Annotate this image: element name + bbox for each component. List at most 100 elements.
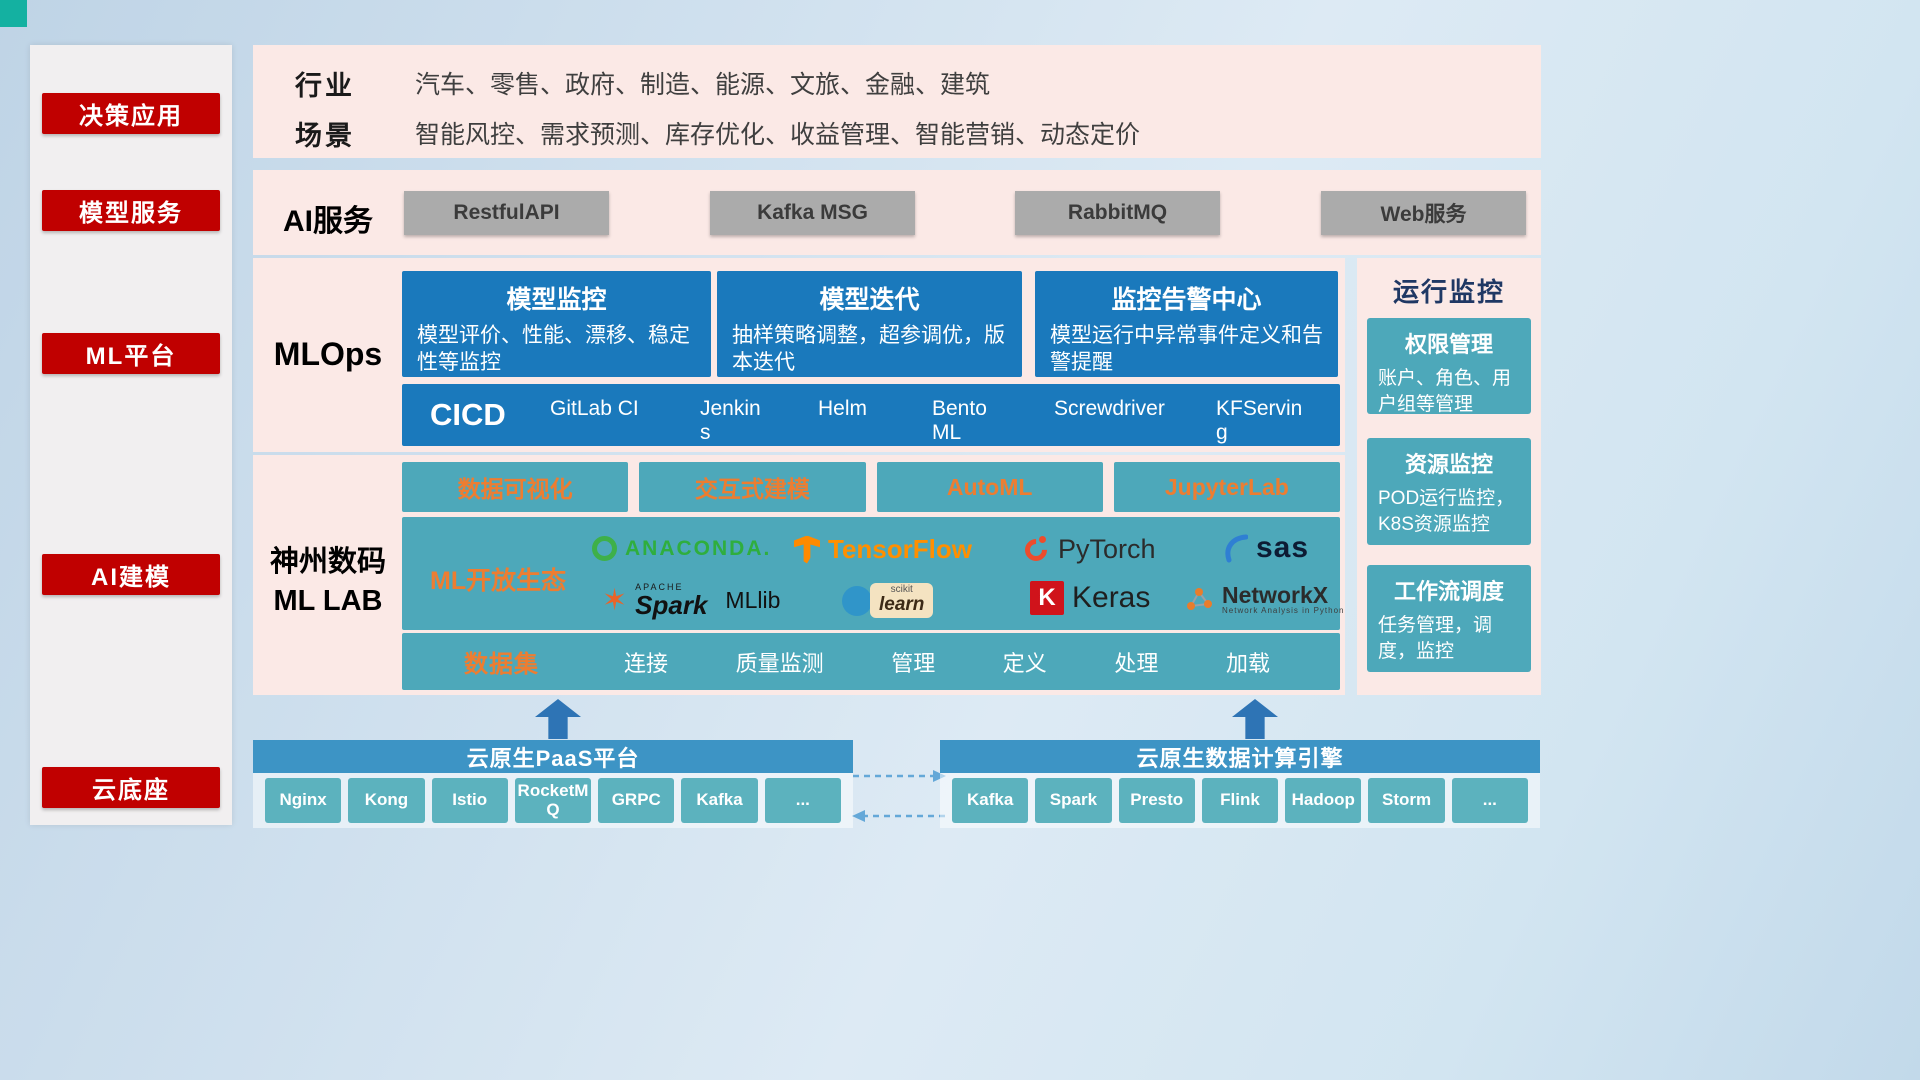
resource-card: 资源监控 POD运行监控，K8S资源监控 — [1367, 438, 1531, 545]
interactive-modeling-chip: 交互式建模 — [639, 462, 866, 512]
pytorch-label: PyTorch — [1058, 534, 1156, 564]
engine-chip-strip: Kafka Spark Presto Flink Hadoop Storm ..… — [940, 773, 1540, 828]
cicd-tool-jenkins: Jenkins — [700, 397, 761, 445]
alert-center-desc: 模型运行中异常事件定义和告警提醒 — [1050, 324, 1323, 374]
paas-chip-istio: Istio — [431, 778, 508, 823]
anaconda-icon — [592, 536, 617, 561]
ai-service-kafka-msg-button: Kafka MSG — [710, 191, 915, 235]
scenario-label: 场景 — [295, 121, 355, 151]
mllab-panel: 神州数码 ML LAB 数据可视化 交互式建模 AutoML JupyterLa… — [253, 455, 1345, 695]
dataset-items: 连接 质量监测 管理 定义 处理 加载 — [624, 646, 1270, 678]
scikit-learn-logo: scikit learn — [842, 583, 934, 618]
engine-bar-title: 云原生数据计算引擎 — [940, 740, 1540, 773]
spark-label: Spark — [635, 590, 708, 620]
cicd-tool-bentoml: BentoML — [932, 397, 987, 445]
resource-title: 资源监控 — [1404, 452, 1493, 477]
cicd-bar: CICD GitLab CI Jenkins Helm BentoML Scre… — [402, 384, 1340, 446]
tensorflow-icon — [794, 535, 820, 564]
mllab-label-line2: ML LAB — [273, 585, 383, 618]
tensorflow-logo: TensorFlow — [794, 534, 972, 565]
dataset-item-quality: 质量监测 — [735, 650, 824, 676]
industry-list: 汽车、零售、政府、制造、能源、文旅、金融、建筑 — [415, 71, 991, 99]
industry-label: 行业 — [295, 71, 355, 101]
alert-center-title: 监控告警中心 — [1111, 286, 1262, 314]
cicd-tool-kfserving: KFServing — [1216, 397, 1303, 445]
scikit-badge: scikit learn — [870, 583, 934, 618]
dataset-label: 数据集 — [464, 651, 539, 678]
dataset-item-manage: 管理 — [891, 650, 936, 676]
corner-accent-square — [0, 0, 27, 27]
exchange-arrows — [852, 770, 946, 822]
engine-chip-presto: Presto — [1118, 778, 1195, 823]
engine-chip-hadoop: Hadoop — [1285, 778, 1362, 823]
learn-label: learn — [879, 594, 925, 615]
cicd-label: CICD — [430, 397, 506, 432]
workflow-title: 工作流调度 — [1393, 579, 1504, 604]
ai-service-restfulapi-button: RestfulAPI — [404, 191, 609, 235]
spark-star-icon — [602, 586, 627, 616]
mlops-panel: MLOps 模型监控 模型评价、性能、漂移、稳定性等监控 模型迭代 抽样策略调整… — [253, 258, 1345, 452]
engine-chip-kafka: Kafka — [952, 778, 1029, 823]
networkx-wordmark: NetworkX Network Analysis in Python — [1222, 583, 1345, 616]
networkx-subtitle: Network Analysis in Python — [1222, 606, 1345, 616]
left-sidebar: 决策应用 模型服务 ML平台 AI建模 云底座 — [30, 45, 232, 825]
engine-up-arrow — [1232, 699, 1278, 739]
jupyterlab-chip: JupyterLab — [1113, 462, 1340, 512]
model-iteration-title: 模型迭代 — [819, 286, 920, 314]
networkx-logo: NetworkX Network Analysis in Python — [1184, 583, 1345, 616]
cicd-tool-screwdriver: Screwdriver — [1054, 397, 1165, 420]
scenario-list: 智能风控、需求预测、库存优化、收益管理、智能营销、动态定价 — [415, 121, 1141, 149]
data-visualization-chip: 数据可视化 — [402, 462, 629, 512]
paas-up-arrow — [535, 699, 581, 739]
model-monitoring-desc: 模型评价、性能、漂移、稳定性等监控 — [417, 324, 690, 374]
dataset-item-define: 定义 — [1002, 650, 1047, 676]
ai-service-label: AI服务 — [283, 205, 373, 238]
ai-service-panel: AI服务 RestfulAPI Kafka MSG RabbitMQ Web服务 — [253, 170, 1541, 255]
mllab-tool-row: 数据可视化 交互式建模 AutoML JupyterLab — [402, 462, 1340, 512]
model-iteration-card: 模型迭代 抽样策略调整，超参调优，版本迭代 — [717, 271, 1022, 377]
ml-ecosystem-box: ML开放生态 ANACONDA. TensorFlow PyTorch sas — [402, 517, 1344, 630]
keras-label: Keras — [1072, 581, 1151, 614]
engine-chip-more: ... — [1451, 778, 1528, 823]
model-iteration-desc: 抽样策略调整，超参调优，版本迭代 — [732, 324, 1005, 374]
sidebar-item-ml-platform: ML平台 — [42, 333, 220, 374]
mllab-label: 神州数码 ML LAB — [253, 543, 403, 621]
sas-logo: sas — [1224, 531, 1309, 565]
paas-chip-grpc: GRPC — [598, 778, 675, 823]
pytorch-logo: PyTorch — [1020, 533, 1156, 566]
sas-swoosh-icon — [1225, 534, 1248, 563]
spark-mllib-logo: APACHE Spark MLlib — [602, 582, 780, 620]
paas-bar-title: 云原生PaaS平台 — [253, 740, 853, 773]
anaconda-logo: ANACONDA. — [592, 536, 771, 561]
alert-center-card: 监控告警中心 模型运行中异常事件定义和告警提醒 — [1035, 271, 1338, 377]
sidebar-item-decision-app: 决策应用 — [42, 93, 220, 134]
cicd-tool-helm: Helm — [818, 397, 868, 420]
spark-wordmark: APACHE Spark — [635, 582, 708, 620]
permission-title: 权限管理 — [1404, 332, 1493, 357]
tensorflow-label: TensorFlow — [828, 534, 972, 564]
ai-service-web-button: Web服务 — [1321, 191, 1526, 235]
dataset-item-connect: 连接 — [624, 650, 669, 676]
paas-chip-rocketmq: RocketMQ — [514, 778, 592, 823]
paas-chip-kafka: Kafka — [681, 778, 758, 823]
monitoring-panel: 运行监控 权限管理 账户、角色、用户组等管理 资源监控 POD运行监控，K8S资… — [1357, 258, 1541, 695]
resource-desc: POD运行监控，K8S资源监控 — [1378, 488, 1515, 535]
model-monitoring-card: 模型监控 模型评价、性能、漂移、稳定性等监控 — [402, 271, 711, 377]
monitoring-title: 运行监控 — [1392, 277, 1505, 307]
pytorch-icon — [1020, 533, 1052, 566]
scikit-label: scikit — [890, 584, 913, 595]
apache-label: APACHE — [635, 582, 684, 592]
cicd-tool-gitlab-ci: GitLab CI — [550, 397, 639, 420]
sidebar-item-ai-modeling: AI建模 — [42, 554, 220, 595]
sas-label: sas — [1256, 531, 1310, 564]
permission-desc: 账户、角色、用户组等管理 — [1378, 368, 1512, 415]
engine-chip-storm: Storm — [1368, 778, 1445, 823]
sidebar-item-model-service: 模型服务 — [42, 190, 220, 231]
scikit-circle-icon — [842, 585, 872, 616]
workflow-desc: 任务管理，调度，监控 — [1378, 615, 1493, 662]
automl-chip: AutoML — [876, 462, 1103, 512]
workflow-card: 工作流调度 任务管理，调度，监控 — [1367, 565, 1531, 672]
model-monitoring-title: 模型监控 — [506, 286, 607, 314]
permission-card: 权限管理 账户、角色、用户组等管理 — [1367, 318, 1531, 415]
mlops-label: MLOps — [273, 336, 383, 372]
